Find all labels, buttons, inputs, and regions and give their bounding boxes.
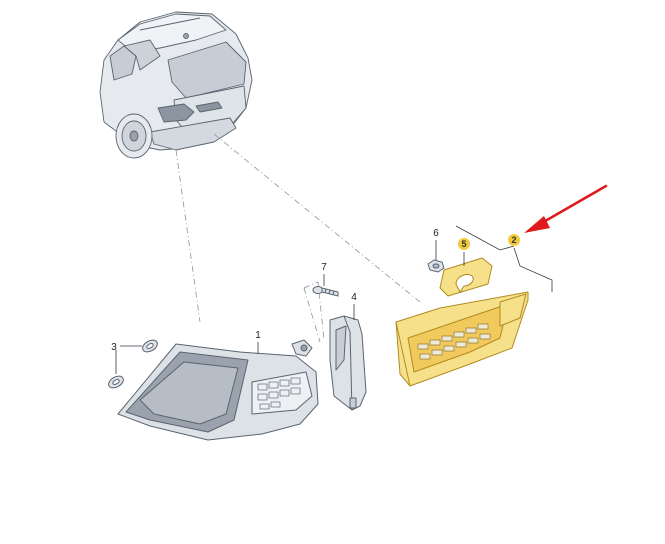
red-arrow-icon xyxy=(524,184,608,233)
svg-text:5: 5 xyxy=(461,239,466,249)
callout-1: 1 xyxy=(255,330,261,341)
part-1-outer-tail-lamp xyxy=(117,339,319,441)
svg-text:6: 6 xyxy=(433,228,439,239)
part-5-gasket xyxy=(439,257,493,297)
callout-2: 2 xyxy=(508,234,520,246)
callout-5: 5 xyxy=(458,238,470,250)
callout-4: 4 xyxy=(351,292,357,303)
svg-text:1: 1 xyxy=(255,330,261,341)
callout-5-badge xyxy=(458,238,470,250)
svg-text:4: 4 xyxy=(351,292,357,303)
svg-text:3: 3 xyxy=(111,342,117,353)
part-2-inner-tail-lamp xyxy=(395,291,529,387)
svg-text:2: 2 xyxy=(511,235,516,245)
callout-7: 7 xyxy=(321,262,327,273)
callout-3: 3 xyxy=(111,342,117,353)
callout-2-badge xyxy=(508,234,520,246)
leader-lines xyxy=(115,225,553,374)
part-6-nut xyxy=(427,259,445,273)
part-4-bracket xyxy=(329,315,367,411)
projection-lines xyxy=(175,133,421,343)
vehicle-rear-view xyxy=(99,11,253,159)
part-3-grommet xyxy=(108,339,158,389)
callout-6: 6 xyxy=(433,228,439,239)
svg-text:7: 7 xyxy=(321,262,327,273)
part-7-screw xyxy=(312,286,339,297)
